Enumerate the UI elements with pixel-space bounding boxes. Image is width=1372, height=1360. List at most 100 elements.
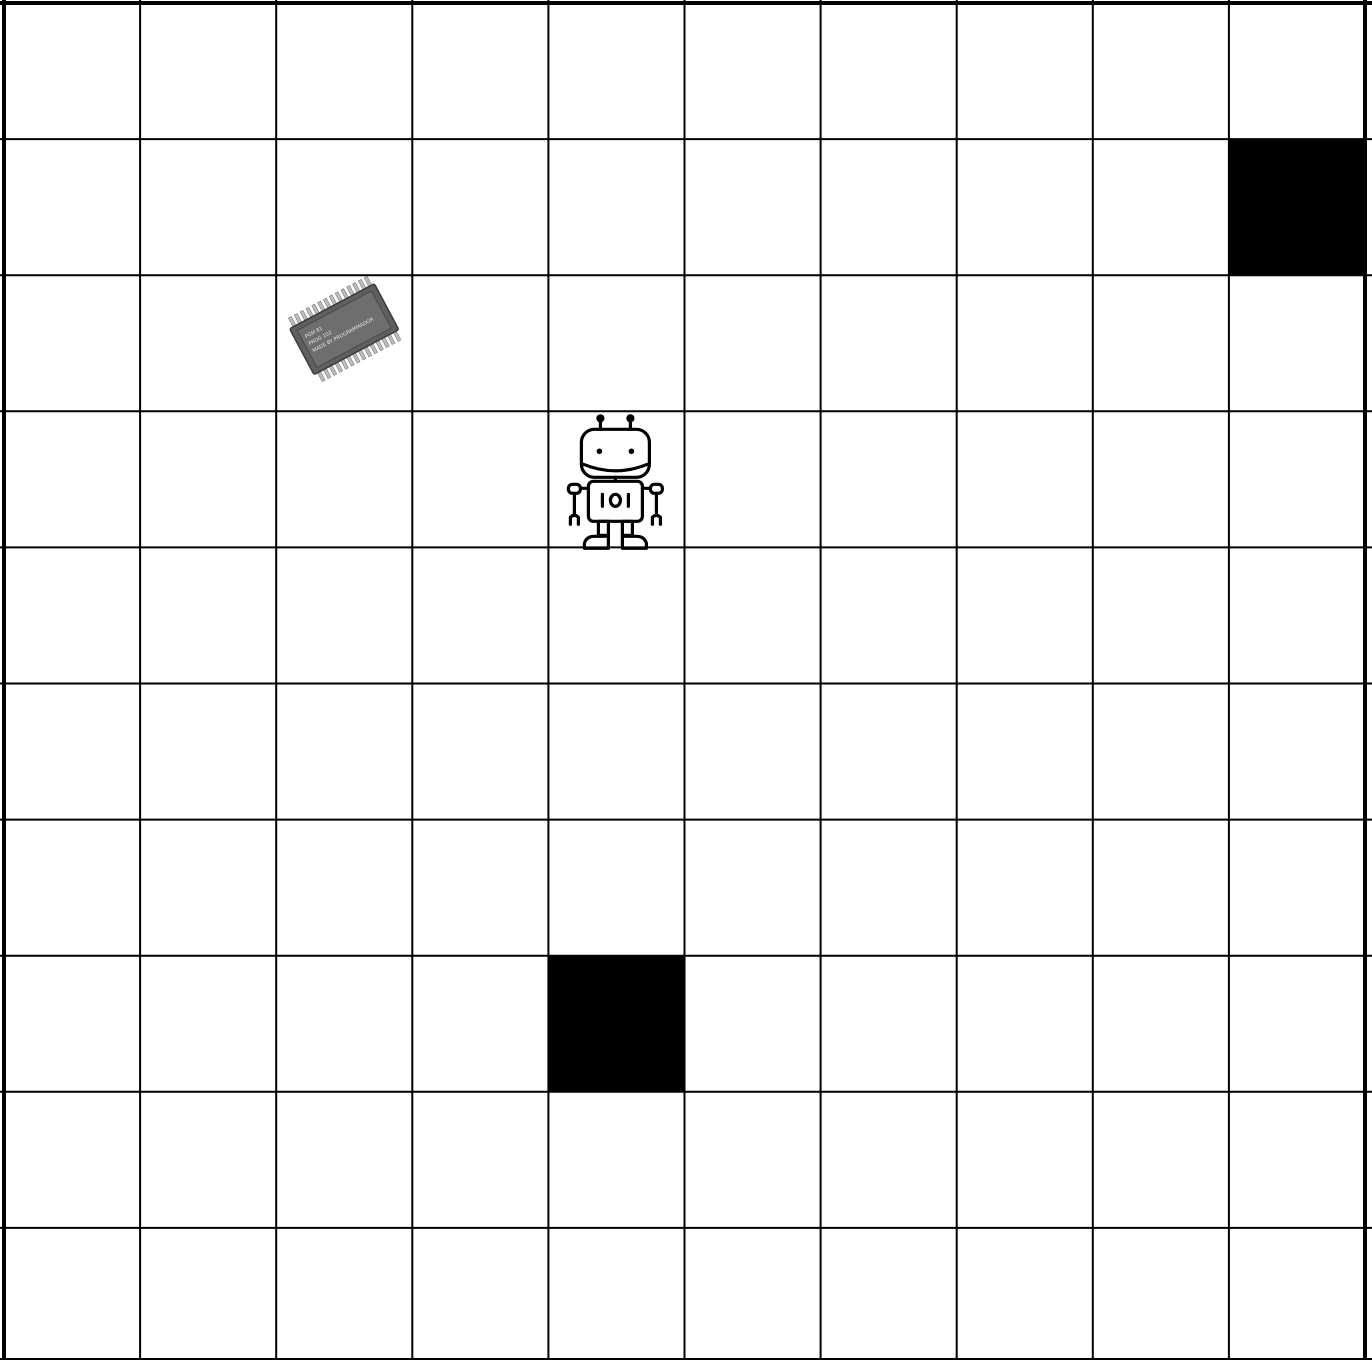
grid-cell-r9-c6 <box>821 1228 957 1360</box>
grid-cell-r8-c7 <box>957 1092 1093 1228</box>
grid-cell-r2-c9 <box>1229 275 1365 411</box>
grid-cell-r7-c8 <box>1093 956 1229 1092</box>
robot-eye-right <box>629 449 635 455</box>
grid-cell-r1-c6 <box>821 139 957 275</box>
grid-cell-r8-c6 <box>821 1092 957 1228</box>
grid-cell-r3-c9 <box>1229 411 1365 547</box>
grid-cell-r9-c3 <box>412 1228 548 1360</box>
grid-cell-r5-c2 <box>276 684 412 820</box>
grid-cell-r3-c8 <box>1093 411 1229 547</box>
grid-cell-r1-c2 <box>276 139 412 275</box>
grid-cell-r5-c1 <box>140 684 276 820</box>
grid-cell-r5-c6 <box>821 684 957 820</box>
grid-cell-r6-c9 <box>1229 820 1365 956</box>
grid-cell-r6-c5 <box>685 820 821 956</box>
grid-cell-r7-c0 <box>4 956 140 1092</box>
grid-cell-r3-c6 <box>821 411 957 547</box>
grid-cell-r4-c5 <box>685 547 821 683</box>
grid-cell-r1-c8 <box>1093 139 1229 275</box>
grid-cell-r9-c8 <box>1093 1228 1229 1360</box>
grid-cell-r5-c3 <box>412 684 548 820</box>
robot-antenna-tip-left <box>598 416 603 421</box>
grid-cell-r2-c5 <box>685 275 821 411</box>
grid-cell-r3-c1 <box>140 411 276 547</box>
grid-cell-r6-c0 <box>4 820 140 956</box>
grid-cell-r6-c7 <box>957 820 1093 956</box>
grid-cell-r0-c3 <box>412 3 548 139</box>
grid-cell-r6-c6 <box>821 820 957 956</box>
grid-cell-r2-c7 <box>957 275 1093 411</box>
grid-cell-r8-c0 <box>4 1092 140 1228</box>
grid-cell-r2-c6 <box>821 275 957 411</box>
grid-cell-r2-c8 <box>1093 275 1229 411</box>
grid-cell-r0-c6 <box>821 3 957 139</box>
grid-cell-r9-c9 <box>1229 1228 1365 1360</box>
grid-cell-r1-c4 <box>548 139 684 275</box>
grid-cell-r1-c0 <box>4 139 140 275</box>
grid-cell-r4-c6 <box>821 547 957 683</box>
grid-cell-r8-c1 <box>140 1092 276 1228</box>
grid-cell-r2-c1 <box>140 275 276 411</box>
grid-cell-r3-c2 <box>276 411 412 547</box>
grid-cell-r6-c1 <box>140 820 276 956</box>
grid-cell-r4-c3 <box>412 547 548 683</box>
grid-cell-r8-c2 <box>276 1092 412 1228</box>
grid-cell-r4-c9 <box>1229 547 1365 683</box>
grid-cell-r6-c8 <box>1093 820 1229 956</box>
grid-cell-r7-c7 <box>957 956 1093 1092</box>
grid-cell-r4-c7 <box>957 547 1093 683</box>
grid-cell-r1-c1 <box>140 139 276 275</box>
grid-cell-r3-c0 <box>4 411 140 547</box>
robot-antenna-tip-right <box>628 416 633 421</box>
grid-cell-r8-c9 <box>1229 1092 1365 1228</box>
grid-cell-r0-c5 <box>685 3 821 139</box>
grid-cell-r9-c0 <box>4 1228 140 1360</box>
grid-cell-r6-c2 <box>276 820 412 956</box>
grid-cell-r3-c7 <box>957 411 1093 547</box>
grid-cell-r4-c4 <box>548 547 684 683</box>
grid-cell-r5-c7 <box>957 684 1093 820</box>
wall-cell <box>1229 139 1365 275</box>
grid-cell-r9-c2 <box>276 1228 412 1360</box>
grid-cell-r1-c5 <box>685 139 821 275</box>
grid-cell-r4-c8 <box>1093 547 1229 683</box>
grid-cell-r2-c4 <box>548 275 684 411</box>
grid-cell-r8-c8 <box>1093 1092 1229 1228</box>
grid-cell-r0-c2 <box>276 3 412 139</box>
grid-cell-r8-c5 <box>685 1092 821 1228</box>
grid-cell-r3-c5 <box>685 411 821 547</box>
grid-cell-r2-c3 <box>412 275 548 411</box>
grid-cell-r5-c8 <box>1093 684 1229 820</box>
grid-cell-r5-c9 <box>1229 684 1365 820</box>
grid-cell-r5-c4 <box>548 684 684 820</box>
grid-cell-r9-c1 <box>140 1228 276 1360</box>
grid-cell-r7-c2 <box>276 956 412 1092</box>
grid-cell-r0-c1 <box>140 3 276 139</box>
grid-cell-r7-c3 <box>412 956 548 1092</box>
grid-cell-r7-c9 <box>1229 956 1365 1092</box>
grid-cell-r1-c7 <box>957 139 1093 275</box>
grid-cell-r0-c4 <box>548 3 684 139</box>
grid-cell-r4-c1 <box>140 547 276 683</box>
grid-cell-r6-c4 <box>548 820 684 956</box>
grid-cell-r5-c0 <box>4 684 140 820</box>
grid-cell-r7-c1 <box>140 956 276 1092</box>
grid-cell-r2-c0 <box>4 275 140 411</box>
grid-cell-r1-c3 <box>412 139 548 275</box>
grid-cell-r9-c5 <box>685 1228 821 1360</box>
grid-cell-r9-c4 <box>548 1228 684 1360</box>
grid-cell-r4-c2 <box>276 547 412 683</box>
grid-cell-r6-c3 <box>412 820 548 956</box>
grid-cell-r4-c0 <box>4 547 140 683</box>
grid-cell-r7-c5 <box>685 956 821 1092</box>
grid-cell-r3-c3 <box>412 411 548 547</box>
wall-cell <box>548 956 684 1092</box>
grid-cell-r8-c4 <box>548 1092 684 1228</box>
grid-cell-r0-c0 <box>4 3 140 139</box>
grid-cell-r0-c7 <box>957 3 1093 139</box>
grid-cell-r5-c5 <box>685 684 821 820</box>
grid-cell-r0-c8 <box>1093 3 1229 139</box>
grid-cell-r8-c3 <box>412 1092 548 1228</box>
grid-cell-r0-c9 <box>1229 3 1365 139</box>
